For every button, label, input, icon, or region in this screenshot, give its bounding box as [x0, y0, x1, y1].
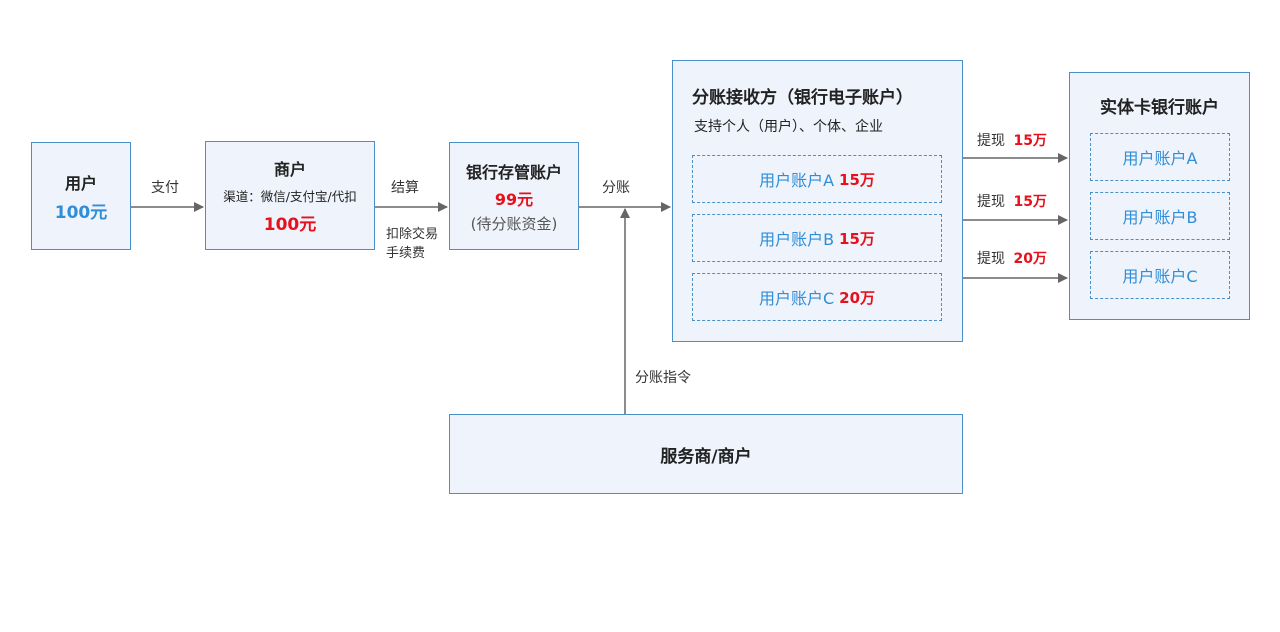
settle-label: 结算	[391, 180, 419, 196]
merchant-title: 商户	[273, 160, 306, 179]
fee-note-line2: 手续费	[386, 246, 426, 261]
card-bank-account-c: 用户账户C	[1090, 251, 1230, 299]
withdraw-c-amount: 20万	[1013, 251, 1047, 267]
receiver-subtitle: 支持个人（用户）、个体、企业	[694, 119, 883, 135]
pay-label: 支付	[151, 180, 179, 196]
user-title: 用户	[64, 173, 97, 193]
custody-amount: 99元	[494, 189, 534, 209]
fee-note-line1: 扣除交易	[386, 227, 439, 242]
card-bank-account-a: 用户账户A	[1090, 133, 1230, 181]
receiver-account-a-amount: 15万	[839, 170, 875, 189]
withdraw-label-c: 提现 20万	[977, 248, 1047, 268]
custody-title: 银行存管账户	[465, 162, 562, 182]
withdraw-b-text: 提现	[977, 194, 1005, 210]
receiver-account-b-name: 用户账户B	[759, 230, 835, 249]
service-title: 服务商/商户	[660, 446, 752, 467]
merchant-channel: 渠道：微信/支付宝/代扣	[223, 189, 357, 204]
user-node: 用户 100元	[31, 142, 131, 250]
receiver-account-b-amount: 15万	[839, 229, 875, 248]
custody-account-node: 银行存管账户 99元 (待分账资金)	[449, 142, 579, 250]
receiver-account-c-amount: 20万	[839, 288, 876, 307]
split-label: 分账	[602, 180, 630, 196]
card-bank-title: 实体卡银行账户	[1100, 98, 1219, 118]
custody-note: (待分账资金)	[470, 214, 558, 233]
merchant-amount: 100元	[263, 215, 317, 235]
merchant-node: 商户 渠道：微信/支付宝/代扣 100元	[205, 141, 375, 250]
card-bank-account-b: 用户账户B	[1090, 192, 1230, 240]
withdraw-a-amount: 15万	[1013, 133, 1047, 149]
receiver-account-c-name: 用户账户C	[758, 289, 835, 308]
withdraw-c-text: 提现	[977, 251, 1005, 267]
receiver-account-a-name: 用户账户A	[759, 171, 835, 190]
withdraw-label-a: 提现 15万	[977, 130, 1047, 150]
withdraw-a-text: 提现	[977, 133, 1005, 149]
instruction-label: 分账指令	[635, 370, 691, 386]
withdraw-label-b: 提现 15万	[977, 191, 1047, 211]
user-amount: 100元	[54, 202, 108, 223]
service-node: 服务商/商户	[449, 414, 963, 494]
withdraw-b-amount: 15万	[1013, 194, 1047, 210]
receiver-title: 分账接收方（银行电子账户）	[692, 88, 913, 108]
